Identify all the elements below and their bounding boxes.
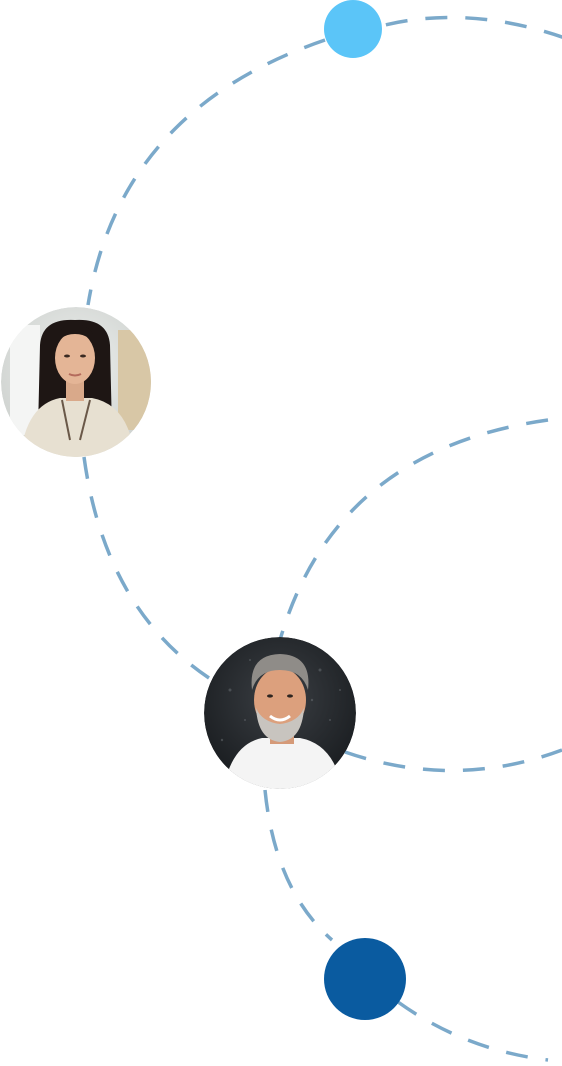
dashed-arc-top [384, 15, 562, 39]
dashed-arc-right-upper [278, 418, 549, 641]
dashed-arc-upper-left [86, 38, 326, 306]
dot-light-blue [324, 0, 382, 58]
avatar-woman [1, 307, 151, 457]
dot-dark-blue [324, 938, 406, 1020]
dashed-arc-mid-left [82, 456, 213, 682]
dashed-arc-lower [263, 789, 334, 942]
avatar-man [204, 637, 356, 789]
dashed-arc-right-lower [344, 748, 562, 773]
dashed-arc-bottom [396, 1000, 549, 1062]
